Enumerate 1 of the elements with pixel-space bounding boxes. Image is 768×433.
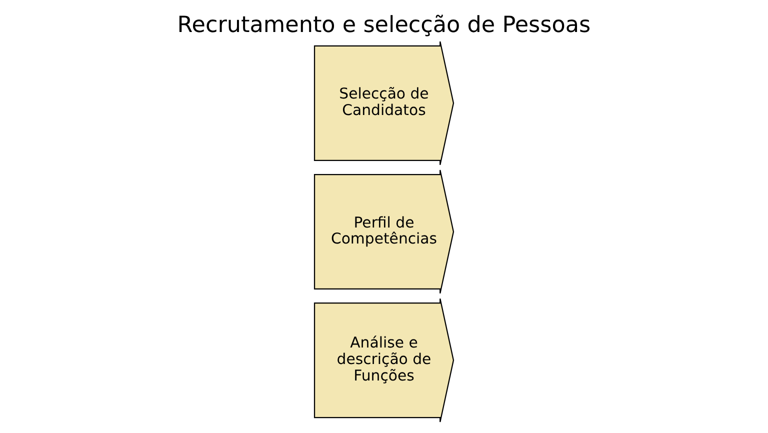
diagram-title: Recrutamento e selecção de Pessoas	[177, 12, 591, 38]
